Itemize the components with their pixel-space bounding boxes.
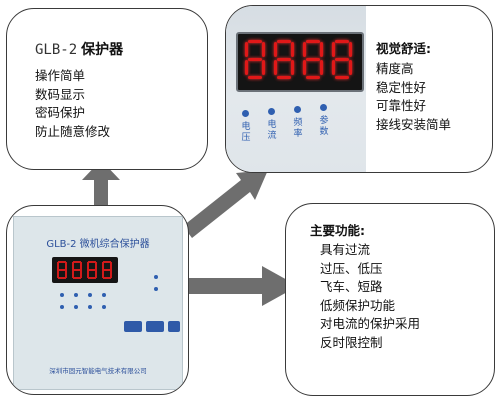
- list-item: 接线安装简单: [376, 116, 452, 132]
- device-button: [124, 321, 142, 332]
- indicator-dot-icon: [102, 293, 106, 297]
- list-item: 过压、低压: [320, 260, 383, 276]
- functions-callout: 主要功能: 具有过流 过压、低压 飞车、短路 低频保护功能 对电流的保护采用 反…: [285, 203, 495, 396]
- visual-callout: 电压 电流 频率 参数 视觉舒适: 精度高 稳定性好 可靠性好 接线安装简单: [225, 5, 493, 173]
- protector-device-photo: GLB-2 微机综合保护器 深圳市固元智能电气技术有限公司: [13, 216, 183, 390]
- list-item: 操作简单: [35, 68, 86, 83]
- parameter-indicator-icon: [320, 104, 327, 111]
- intro-feature-list: 操作简单 数码显示 密码保护 防止随意修改: [35, 67, 110, 141]
- indicator-label: 频率: [293, 118, 303, 139]
- list-item: 稳定性好: [376, 79, 427, 95]
- list-item: 可靠性好: [376, 98, 427, 113]
- indicator-label: 电流: [267, 120, 277, 141]
- indicator-label: 参数: [319, 116, 329, 137]
- list-item: 精度高: [376, 61, 414, 76]
- device-button: [168, 321, 180, 332]
- device-led-display: [52, 257, 118, 283]
- indicator-dot-icon: [102, 305, 106, 309]
- device-photo-frame: GLB-2 微机综合保护器 深圳市固元智能电气技术有限公司: [6, 205, 189, 395]
- list-item: 飞车、短路: [320, 279, 383, 294]
- list-item: 防止随意修改: [35, 123, 111, 139]
- led-digit: [273, 40, 295, 80]
- indicator-label: 电压: [241, 122, 251, 143]
- list-item: 对电流的保护采用: [320, 316, 421, 331]
- list-item: 反时限控制: [320, 334, 383, 350]
- device-title: GLB-2 微机综合保护器: [46, 239, 150, 250]
- indicator-dot-icon: [88, 293, 92, 297]
- functions-list: 具有过流 过压、低压 飞车、短路 低频保护功能 对电流的保护采用 反时限控制: [320, 241, 420, 352]
- visual-heading: 视觉舒适:: [376, 41, 431, 56]
- arrow-diagonal-to-visual: [183, 170, 268, 238]
- indicator-dot-icon: [154, 275, 158, 279]
- voltage-indicator-icon: [242, 110, 249, 117]
- device-manufacturer: 深圳市固元智能电气技术有限公司: [49, 367, 147, 375]
- list-item: 数码显示: [35, 86, 86, 102]
- indicator-dot-icon: [88, 305, 92, 309]
- list-item: 密码保护: [35, 105, 86, 120]
- indicator-dot-icon: [60, 293, 64, 297]
- model-label: GLB-2: [35, 42, 78, 58]
- functions-heading: 主要功能:: [310, 223, 365, 238]
- led-digit: [302, 40, 324, 80]
- device-button: [146, 321, 164, 332]
- arrow-up-to-intro: [82, 160, 120, 215]
- visual-feature-list: 精度高 稳定性好 可靠性好 接线安装简单: [376, 60, 451, 134]
- list-item: 低频保护功能: [320, 297, 396, 313]
- led-digit: [331, 40, 353, 80]
- led-display: [236, 32, 364, 92]
- indicator-dot-icon: [74, 293, 78, 297]
- display-closeup-photo: 电压 电流 频率 参数: [226, 6, 366, 172]
- arrow-right-to-functions: [184, 266, 298, 306]
- indicator-dot-icon: [154, 287, 158, 291]
- indicator-dot-icon: [60, 305, 64, 309]
- list-item: 具有过流: [320, 242, 371, 257]
- led-digit: [244, 40, 266, 80]
- indicator-dot-icon: [74, 305, 78, 309]
- frequency-indicator-icon: [294, 106, 301, 113]
- current-indicator-icon: [268, 108, 275, 115]
- product-name: 保护器: [81, 42, 124, 58]
